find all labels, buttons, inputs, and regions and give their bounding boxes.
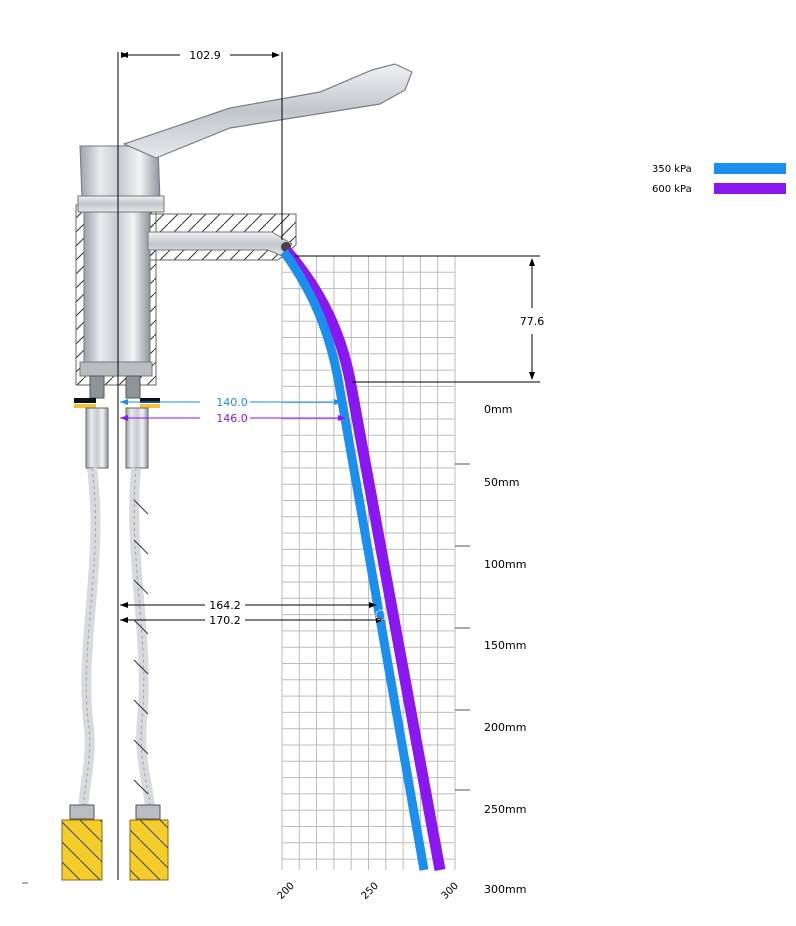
y-label-200: 200mm: [484, 721, 526, 734]
yellow-connector-icon: [61, 804, 169, 881]
legend-label-350: 350 kPa: [652, 164, 692, 175]
y-axis-labels: 0mm 50mm 100mm 150mm 200mm 250mm 300mm: [484, 403, 526, 896]
x-label-200: 200: [276, 881, 297, 902]
dimension-reach-350-0mm: 140.0: [120, 396, 342, 409]
dimension-drop-height: 77.6: [295, 255, 545, 383]
x-label-300: 300: [440, 881, 461, 902]
dimension-label-reach-350-0mm: 140.0: [216, 396, 248, 409]
y-label-250: 250mm: [484, 803, 526, 816]
dimension-reach-600-0mm: 146.0: [120, 412, 346, 425]
dimension-reach-600-130mm: 170.2: [120, 609, 387, 627]
legend: 350 kPa 600 kPa: [652, 163, 786, 195]
dimension-top-width: 102.9: [117, 49, 283, 600]
dimension-label-top-width: 102.9: [189, 49, 221, 62]
water-jet-600kpa: [281, 246, 446, 871]
water-jet-350kpa: [280, 249, 429, 871]
y-label-300: 300mm: [484, 883, 526, 896]
dimension-reach-350-130mm: 164.2: [120, 599, 377, 612]
dimension-label-reach-600-0mm: 146.0: [216, 412, 248, 425]
mixer-tap-icon: [74, 63, 413, 408]
y-label-50: 50mm: [484, 476, 519, 489]
y-label-100: 100mm: [484, 558, 526, 571]
x-axis-labels: 200 250 300: [276, 881, 461, 902]
y-label-0: 0mm: [484, 403, 512, 416]
legend-swatch-600: [714, 183, 786, 194]
dimension-label-reach-350-130mm: 164.2: [209, 599, 241, 612]
legend-label-600: 600 kPa: [652, 184, 692, 195]
legend-swatch-350: [714, 163, 786, 174]
dimension-label-reach-600-130mm: 170.2: [209, 614, 241, 627]
x-label-250: 250: [360, 881, 381, 902]
y-axis-ticks: [455, 463, 470, 791]
y-label-150: 150mm: [484, 639, 526, 652]
dimension-label-drop-height: 77.6: [520, 315, 545, 328]
